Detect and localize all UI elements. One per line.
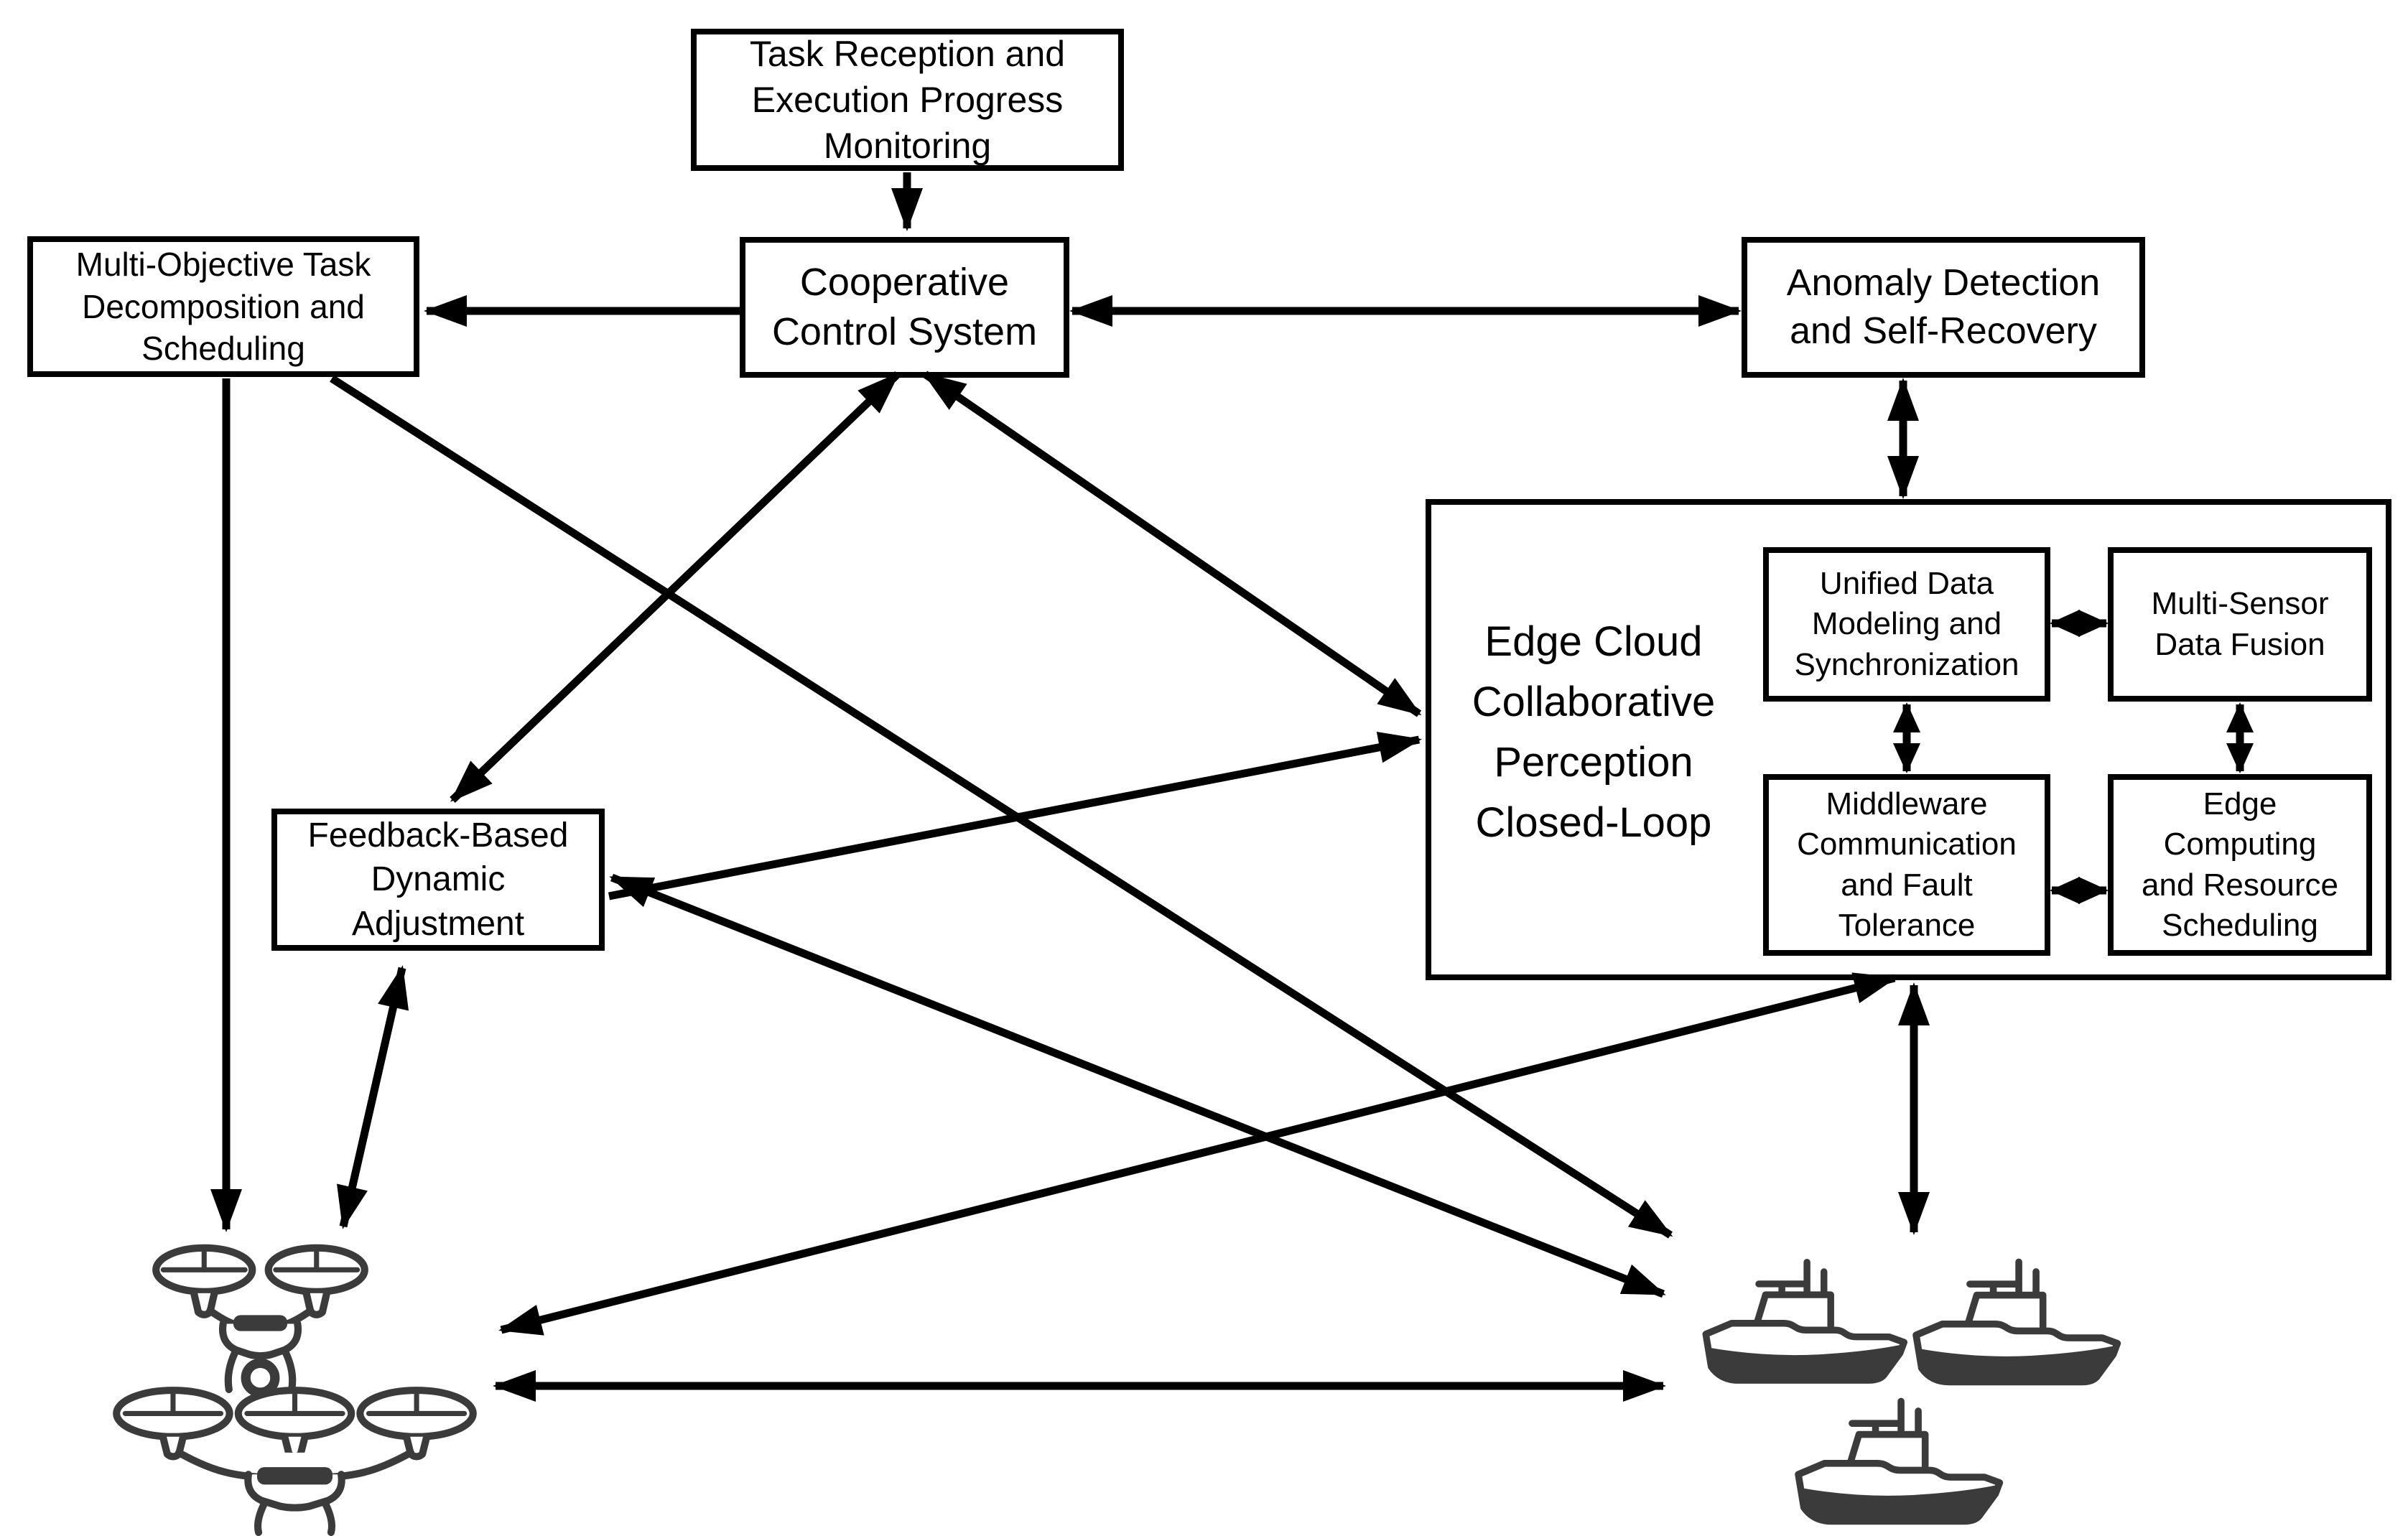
middleware-box: Middleware Communication and Fault Toler… [1763, 774, 2050, 956]
uavs-edgecloud-arrow [498, 972, 1897, 1336]
ccs-edgecloud-arrow [922, 371, 1422, 717]
feedback-adjustment-box: Feedback-Based Dynamic Adjustment [271, 809, 605, 951]
multi-objective-box: Multi-Objective Task Decomposition and S… [27, 236, 419, 377]
edge-computing-box: Edge Computing and Resource Scheduling [2108, 774, 2372, 956]
task-reception-box: Task Reception and Execution Progress Mo… [691, 29, 1124, 171]
feedback-uavs-arrow [336, 965, 409, 1229]
usv-ship-icon-3 [1798, 1401, 1999, 1521]
edge-cloud-label: Edge Cloud Collaborative Perception Clos… [1472, 618, 1716, 847]
anomaly-detection-box: Anomaly Detection and Self-Recovery [1742, 237, 2145, 378]
uav-hexacopter-icon [116, 1390, 473, 1532]
feedback-to-edgecloud-arrow [608, 732, 1422, 900]
cooperative-control-box: Cooperative Control System [740, 237, 1069, 378]
uav-quadcopter-icon [156, 1248, 365, 1392]
multiobjective-to-usvs-arrow [330, 375, 1673, 1239]
feedback-usvs-arrow [609, 873, 1666, 1298]
usv-ship-icon-2 [1916, 1262, 2117, 1382]
multi-sensor-box: Multi-Sensor Data Fusion [2108, 547, 2372, 702]
ccs-feedback-arrow [450, 371, 901, 803]
unified-data-box: Unified Data Modeling and Synchronizatio… [1763, 547, 2050, 702]
usv-ship-icon-1 [1706, 1262, 1904, 1381]
